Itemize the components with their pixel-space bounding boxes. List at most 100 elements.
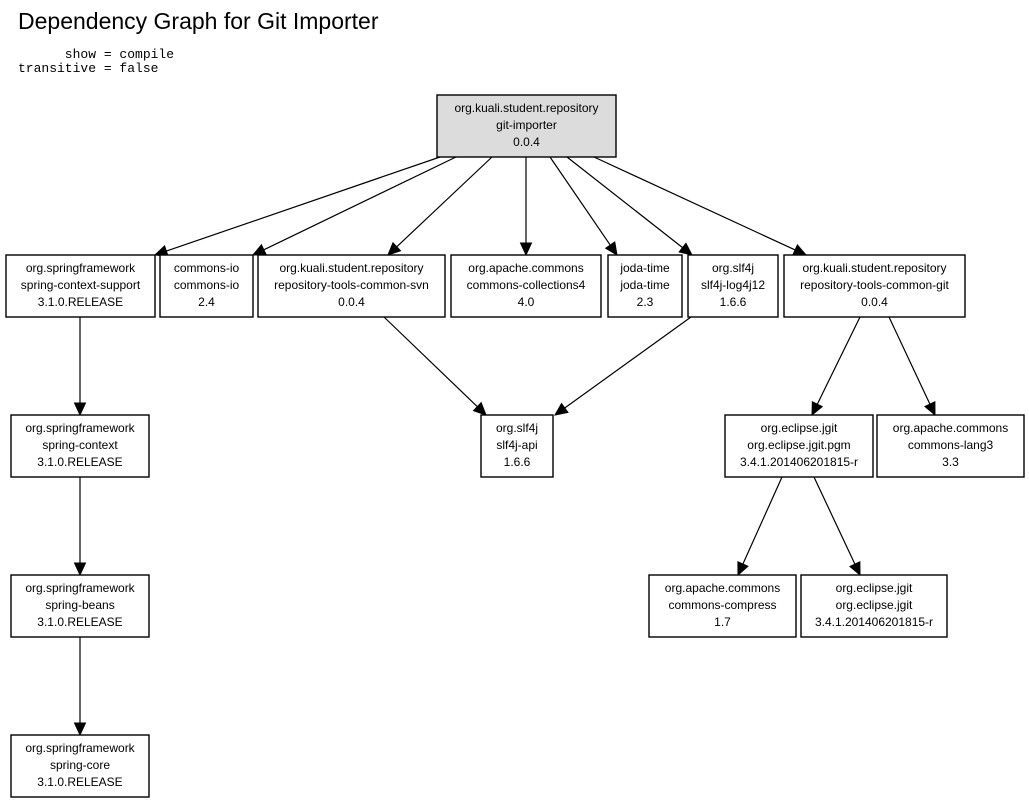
- node-group-id: org.slf4j: [712, 261, 754, 275]
- node-root: org.kuali.student.repository git-importer…: [436, 94, 617, 158]
- edge-root-to-commons-io: [251, 156, 457, 256]
- edge-spring-context-to-spring-beans: [73, 477, 87, 577]
- arrowhead-icon: [73, 722, 87, 737]
- node-box: [159, 254, 254, 318]
- edge-spring-beans-to-spring-core: [73, 637, 87, 737]
- edge-line: [396, 156, 493, 248]
- node-group-id: commons-io: [174, 261, 240, 275]
- page-title: Dependency Graph for Git Importer: [18, 8, 379, 34]
- node-jgit: org.eclipse.jgit org.eclipse.jgit 3.4.1.20…: [800, 574, 948, 638]
- node-box: [257, 254, 446, 318]
- node-group-id: org.kuali.student.repository: [454, 101, 598, 115]
- arrowhead-icon: [472, 401, 487, 416]
- edge-line: [263, 156, 457, 251]
- node-artifact-id: repository-tools-common-svn: [274, 278, 429, 292]
- edge-root-to-slf4j-log4j12: [566, 156, 693, 256]
- node-artifact-id: spring-beans: [45, 598, 114, 612]
- node-spring-beans: org.springframeworkspring-beans3.1.0.REL…: [10, 574, 150, 638]
- node-artifact-id: commons-compress: [668, 598, 776, 612]
- node-artifact-id: org.eclipse.jgit.pgm: [747, 438, 850, 452]
- node-common-svn: org.kuali.student.repositoryrepository-t…: [257, 254, 446, 318]
- node-common-git: org.kuali.student.repositoryrepository-t…: [783, 254, 966, 318]
- arrowhead-icon: [737, 561, 749, 577]
- node-version: 3.4.1.201406201815-r: [815, 615, 933, 629]
- node-version: 2.3: [637, 295, 654, 309]
- edge-line: [742, 476, 783, 565]
- node-artifact-id: git-importer: [496, 118, 557, 132]
- arrowhead-icon: [924, 401, 936, 417]
- node-box: [436, 94, 617, 158]
- edge-root-to-commons-collections4: [519, 157, 533, 257]
- node-spring-context-support: org.springframework spring-context-suppor…: [5, 254, 156, 318]
- node-group-id: joda-time: [619, 261, 670, 275]
- edge-line: [566, 156, 683, 249]
- node-group-id: org.springframework: [26, 261, 136, 275]
- node-group-id: org.slf4j: [496, 421, 538, 435]
- node-spring-context: org.springframeworkspring-context3.1.0.R…: [10, 414, 150, 478]
- edge-root-to-common-git: [593, 156, 808, 256]
- node-box: [876, 414, 1025, 478]
- node-box: [450, 254, 602, 318]
- arrowhead-icon: [73, 562, 87, 577]
- node-artifact-id: slf4j-log4j12: [701, 278, 765, 292]
- edge-line: [813, 476, 856, 565]
- node-commons-collections4: org.apache.commonscommons-collections44.…: [450, 254, 602, 318]
- node-box: [5, 254, 156, 318]
- node-version: 0.0.4: [861, 295, 888, 309]
- node-group-id: org.eclipse.jgit: [836, 581, 913, 595]
- arrowhead-icon: [251, 243, 267, 256]
- node-box: [783, 254, 966, 318]
- node-version: 2.4: [198, 295, 215, 309]
- arrowhead-icon: [604, 241, 618, 256]
- edge-line: [383, 316, 478, 408]
- edge-root-to-joda-time: [549, 156, 618, 256]
- edge-line: [549, 156, 611, 246]
- arrowhead-icon: [387, 241, 402, 256]
- node-artifact-id: spring-context: [42, 438, 118, 452]
- node-version: 4.0: [518, 295, 535, 309]
- node-box: [800, 574, 948, 638]
- node-artifact-id: commons-collections4: [467, 278, 586, 292]
- edges-layer: [73, 156, 936, 737]
- edge-common-git-to-jgit-pgm: [811, 316, 861, 417]
- nodes-layer: org.kuali.student.repository git-importer…: [5, 94, 1025, 798]
- arrowhead-icon: [792, 244, 808, 256]
- arrowhead-icon: [811, 401, 824, 417]
- edge-line: [888, 316, 931, 405]
- node-box: [10, 574, 150, 638]
- arrowhead-icon: [849, 561, 861, 577]
- edge-line: [816, 316, 861, 405]
- param-show: show = compile: [18, 47, 175, 62]
- edge-spring-context-support-to-spring-context: [73, 317, 87, 417]
- node-artifact-id: repository-tools-common-git: [800, 278, 949, 292]
- node-jgit-pgm: org.eclipse.jgitorg.eclipse.jgit.pgm3.4.…: [724, 414, 874, 478]
- node-joda-time: joda-time joda-time 2.3: [607, 254, 683, 318]
- node-version: 3.4.1.201406201815-r: [740, 455, 858, 469]
- node-version: 3.1.0.RELEASE: [37, 615, 122, 629]
- node-group-id: org.springframework: [25, 741, 135, 755]
- edge-jgit-pgm-to-jgit: [813, 476, 861, 577]
- node-artifact-id: spring-context-support: [21, 278, 141, 292]
- arrowhead-icon: [73, 402, 87, 417]
- arrowhead-icon: [519, 242, 533, 257]
- node-version: 3.1.0.RELEASE: [37, 455, 122, 469]
- edge-line: [564, 316, 692, 409]
- node-artifact-id: joda-time: [619, 278, 670, 292]
- edge-line: [166, 156, 441, 252]
- node-box: [10, 414, 150, 478]
- param-transitive: transitive = false: [18, 61, 159, 76]
- node-box: [648, 574, 797, 638]
- node-version: 0.0.4: [338, 295, 365, 309]
- edge-slf4j-log4j12-to-slf4j-api: [554, 316, 692, 416]
- arrowhead-icon: [678, 242, 693, 256]
- node-artifact-id: org.eclipse.jgit: [836, 598, 913, 612]
- edge-jgit-pgm-to-commons-compress: [737, 476, 783, 577]
- edge-root-to-spring-context-support: [153, 156, 441, 257]
- node-box: [687, 254, 779, 318]
- node-version: 0.0.4: [513, 135, 540, 149]
- node-group-id: org.apache.commons: [893, 421, 1008, 435]
